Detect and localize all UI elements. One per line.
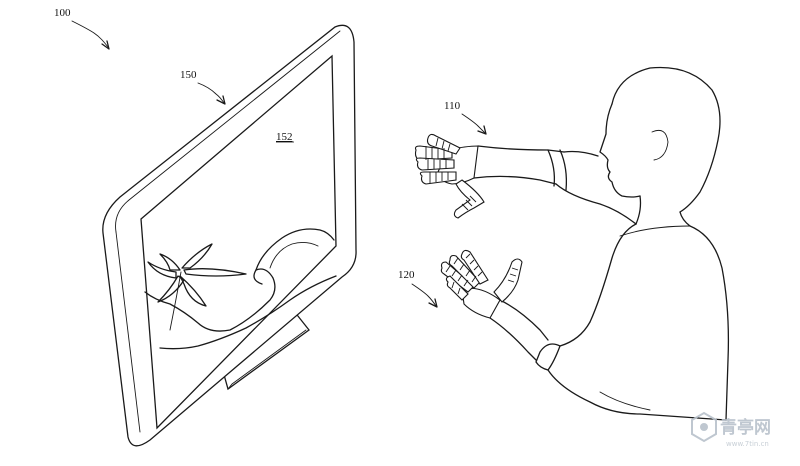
right-hand-glove: [414, 133, 485, 219]
user-left-band: [535, 343, 561, 371]
user-right-arm-bottom: [473, 175, 557, 185]
wave-crest: [255, 228, 335, 271]
leader-arrowhead-100: [101, 40, 110, 50]
display-content-artwork: [144, 228, 337, 350]
right-glove-finger-3: [419, 171, 457, 185]
display-device: [102, 24, 357, 447]
right-glove-finger-4: [426, 133, 461, 155]
leader-arrowhead-120: [428, 298, 438, 308]
leader-arrow-110: [461, 113, 486, 134]
label-150: 150: [180, 69, 197, 81]
display-screen: [140, 54, 337, 430]
user-head: [611, 66, 721, 213]
left-glove-stripes: [445, 253, 519, 295]
plant-leaf-2: [181, 243, 213, 269]
left-glove-finger-1: [440, 261, 475, 293]
user-shoulder: [619, 225, 691, 237]
watermark-logo-icon: [691, 411, 717, 443]
leader-arrow-120: [411, 283, 437, 307]
leader-arrowhead-110: [477, 125, 487, 135]
plant-leaf-1: [159, 253, 181, 271]
label-group-152: 152: [276, 131, 294, 143]
user-neck: [635, 195, 642, 225]
plant-leaf-6: [179, 275, 207, 307]
wave-line: [144, 268, 276, 332]
display-stand-edge: [227, 329, 307, 390]
wave-lower: [159, 275, 337, 350]
left-glove-finger-2: [448, 254, 481, 289]
user-torso: [689, 225, 730, 421]
user-lower-torso: [599, 391, 651, 411]
label-group-120: 120: [398, 269, 438, 308]
plant-leaf-4: [147, 261, 177, 279]
label-152: 152: [276, 131, 293, 143]
label-120: 120: [398, 269, 415, 281]
left-glove-finger-4: [445, 275, 469, 301]
plant-stem: [169, 271, 182, 331]
user-right-band: [547, 149, 568, 191]
plant-leaf-5: [157, 275, 185, 303]
label-110: 110: [444, 100, 461, 112]
left-glove-thumb: [493, 258, 523, 303]
user-left-forearm: [547, 321, 727, 421]
user-right-sleeve: [555, 150, 637, 225]
right-glove-thumb: [453, 179, 485, 219]
watermark-url: www.7tin.cn: [726, 440, 769, 448]
user-face: [599, 103, 641, 198]
label-100: 100: [54, 7, 71, 19]
watermark: 青亭网 www.7tin.cn: [691, 411, 771, 448]
user-left-arm-top: [499, 299, 549, 341]
label-group-150: 150: [180, 69, 226, 105]
left-glove-palm: [461, 287, 501, 319]
right-glove-finger-2: [415, 157, 455, 171]
leader-arrowhead-150: [216, 95, 226, 105]
leader-arrow-150: [197, 82, 225, 104]
display-side-edge-2: [115, 231, 141, 433]
left-glove-finger-3: [460, 249, 489, 285]
user-figure: [473, 66, 730, 421]
leader-arrow-100: [71, 20, 109, 48]
user-ear: [651, 129, 669, 161]
user-neck-back: [679, 211, 691, 227]
display-side-edge: [115, 30, 341, 233]
user-right-arm-top: [477, 145, 565, 153]
label-group-110: 110: [444, 100, 487, 135]
right-glove-stripes: [425, 137, 477, 211]
plant-leaf-3: [183, 268, 247, 277]
label-group-100: 100: [54, 7, 110, 50]
user-torso-front: [589, 223, 637, 323]
user-left-arm-bottom: [489, 317, 537, 361]
watermark-name: 青亭网: [720, 417, 771, 438]
wave-curl: [269, 241, 319, 269]
watermark-logo-dot: [700, 423, 708, 431]
left-hand-glove: [440, 249, 523, 319]
